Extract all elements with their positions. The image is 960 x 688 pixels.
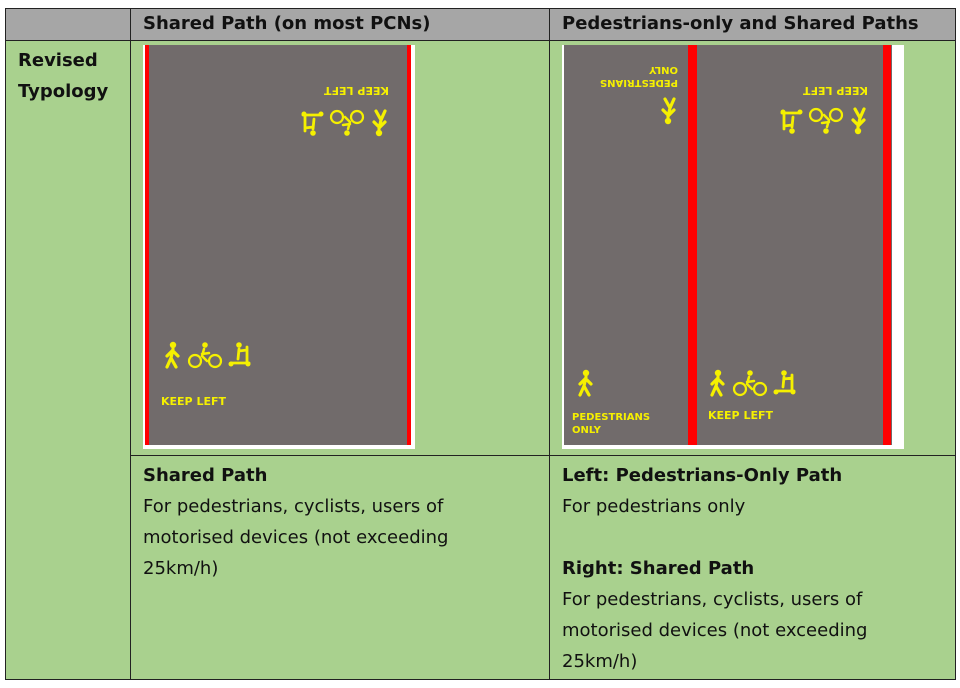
pedestrian-icon: [165, 341, 180, 369]
header-empty: [5, 8, 131, 41]
header-ped-and-shared: Pedestrians-only and Shared Paths: [549, 8, 956, 41]
pedestrian-icon: [578, 369, 593, 397]
pedestrian-icon: [710, 369, 725, 397]
split-path-diagram: PEDESTRIANS ONLY KEEP LEFT PEDESTRIANS O…: [562, 45, 904, 449]
keep-left-marking: KEEP LEFT: [708, 409, 773, 422]
pedestrians-only-marking: PEDESTRIANS ONLY: [599, 64, 678, 88]
right-path-title: Right: Shared Path: [562, 558, 755, 579]
top-markings: KEEP LEFT: [273, 67, 393, 137]
edge-line: [407, 45, 411, 445]
split-path-image-cell: PEDESTRIANS ONLY KEEP LEFT PEDESTRIANS O…: [549, 40, 956, 456]
scooter-icon: [772, 369, 797, 396]
left-path-title: Left: Pedestrians-Only Path: [562, 465, 843, 486]
left-path-text: For pedestrians only: [562, 496, 746, 517]
pedestrians-only-marking: PEDESTRIANS ONLY: [572, 412, 651, 436]
divider-line: [688, 45, 697, 445]
pedestrian-icon: [851, 107, 866, 135]
bicycle-icon: [329, 109, 365, 137]
shared-path-title: Shared Path: [143, 465, 268, 486]
user-icons: [778, 107, 868, 135]
keep-left-marking: KEEP LEFT: [324, 84, 389, 97]
bicycle-icon: [187, 341, 223, 369]
keep-left-marking: KEEP LEFT: [161, 395, 226, 408]
user-icons: [299, 109, 389, 137]
edge-line: [883, 45, 891, 445]
shared-path-text: For pedestrians, cyclists, users of moto…: [143, 496, 449, 579]
pedestrian-icon: [372, 109, 387, 137]
edge-line: [145, 45, 149, 445]
scooter-icon: [779, 108, 804, 135]
shared-path-image-cell: KEEP LEFT KEEP LEFT: [130, 40, 550, 456]
shared-top-markings: KEEP LEFT: [762, 65, 872, 135]
row-label: Revised Typology: [5, 40, 131, 680]
ped-top-markings: PEDESTRIANS ONLY: [582, 55, 682, 125]
split-path-description: Left: Pedestrians-Only Path For pedestri…: [549, 455, 956, 680]
keep-left-marking: KEEP LEFT: [803, 84, 868, 97]
user-icons: [163, 341, 253, 369]
bicycle-icon: [732, 369, 768, 397]
bicycle-icon: [808, 107, 844, 135]
header-shared-path: Shared Path (on most PCNs): [130, 8, 550, 41]
shared-path-description: Shared Path For pedestrians, cyclists, u…: [130, 455, 550, 680]
user-icons: [708, 369, 798, 397]
scooter-icon: [300, 110, 325, 137]
right-path-text: For pedestrians, cyclists, users of moto…: [562, 589, 868, 672]
shared-path-diagram: KEEP LEFT KEEP LEFT: [143, 45, 415, 449]
pedestrian-icon: [661, 97, 676, 125]
scooter-icon: [227, 341, 252, 368]
